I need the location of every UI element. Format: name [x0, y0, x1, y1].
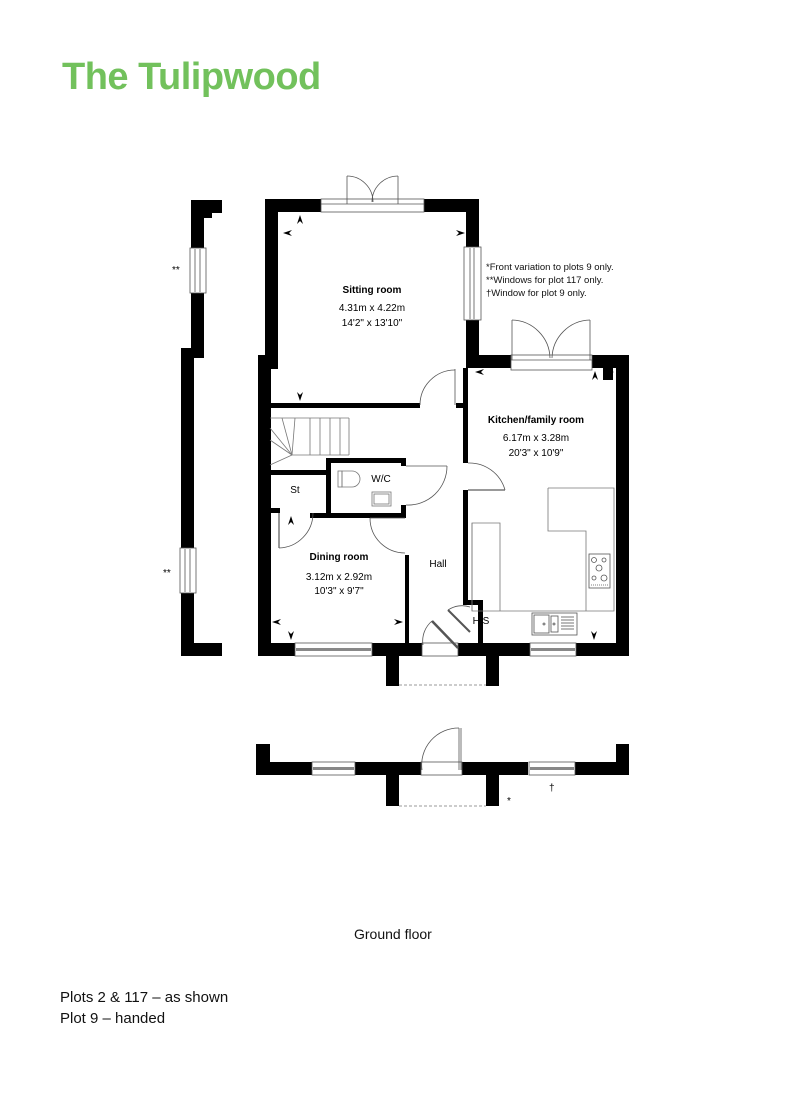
store-label: St	[290, 485, 300, 496]
dimension-arrows	[272, 215, 614, 640]
front-variation-window-left	[311, 761, 356, 776]
front-variation	[256, 744, 629, 806]
dining-room-imperial: 10'3" x 9'7"	[314, 586, 364, 597]
wc-door[interactable]	[405, 465, 448, 506]
kitchen-units	[471, 487, 615, 612]
wc-label: W/C	[371, 474, 390, 485]
toilet-icon	[337, 470, 361, 488]
hs-door[interactable]	[447, 605, 471, 633]
development-title: The Tulipwood	[62, 56, 321, 98]
kitchen-name: Kitchen/family room	[488, 415, 584, 426]
staircase	[269, 417, 350, 466]
sitting-room-door[interactable]	[419, 369, 456, 406]
side-window-upper-marker: **	[172, 265, 180, 276]
external-walls	[258, 199, 629, 686]
sitting-french-doors[interactable]	[320, 175, 425, 213]
note-window-plot-9: †Window for plot 9 only.	[486, 288, 587, 299]
window-dagger-marker: †	[549, 783, 555, 794]
sitting-side-window	[463, 246, 482, 321]
dining-window	[294, 642, 373, 657]
sitting-room-metric: 4.31m x 4.22m	[339, 303, 405, 314]
floor-label: Ground floor	[354, 926, 432, 942]
kitchen-door[interactable]	[467, 462, 506, 491]
hob-icon	[588, 553, 611, 589]
kitchen-french-doors[interactable]	[510, 319, 593, 371]
kitchen-window	[529, 642, 577, 657]
plan-notes: *Front variation to plots 9 only. **Wind…	[486, 261, 614, 300]
sink-icon	[531, 612, 578, 636]
kitchen-imperial: 20'3" x 10'9"	[509, 448, 564, 459]
dining-door[interactable]	[369, 517, 406, 554]
hall-label: Hall	[429, 559, 446, 570]
hs-label: H/S	[473, 616, 490, 627]
dining-room-metric: 3.12m x 2.92m	[306, 572, 372, 583]
note-windows-plot-117: **Windows for plot 117 only.	[486, 275, 604, 286]
kitchen-metric: 6.17m x 3.28m	[503, 433, 569, 444]
side-window-lower-marker: **	[163, 568, 171, 579]
front-door[interactable]	[421, 620, 459, 657]
plots-info: Plots 2 & 117 – as shown Plot 9 – handed	[60, 987, 228, 1029]
plots-handed: Plot 9 – handed	[60, 1010, 166, 1027]
sitting-room-name: Sitting room	[343, 285, 402, 296]
side-window-upper	[189, 247, 207, 294]
note-front-variation: *Front variation to plots 9 only.	[486, 262, 614, 273]
front-variation-window-right	[528, 761, 576, 776]
side-window-lower	[179, 547, 197, 594]
internal-walls	[270, 368, 483, 645]
dining-room-name: Dining room	[310, 552, 369, 563]
front-variation-marker: *	[507, 796, 511, 807]
plots-as-shown: Plots 2 & 117 – as shown	[60, 989, 229, 1006]
front-variation-door[interactable]	[420, 727, 463, 776]
basin-icon	[371, 491, 392, 507]
sitting-room-imperial: 14'2" x 13'10"	[342, 318, 403, 329]
store-door[interactable]	[278, 512, 314, 549]
